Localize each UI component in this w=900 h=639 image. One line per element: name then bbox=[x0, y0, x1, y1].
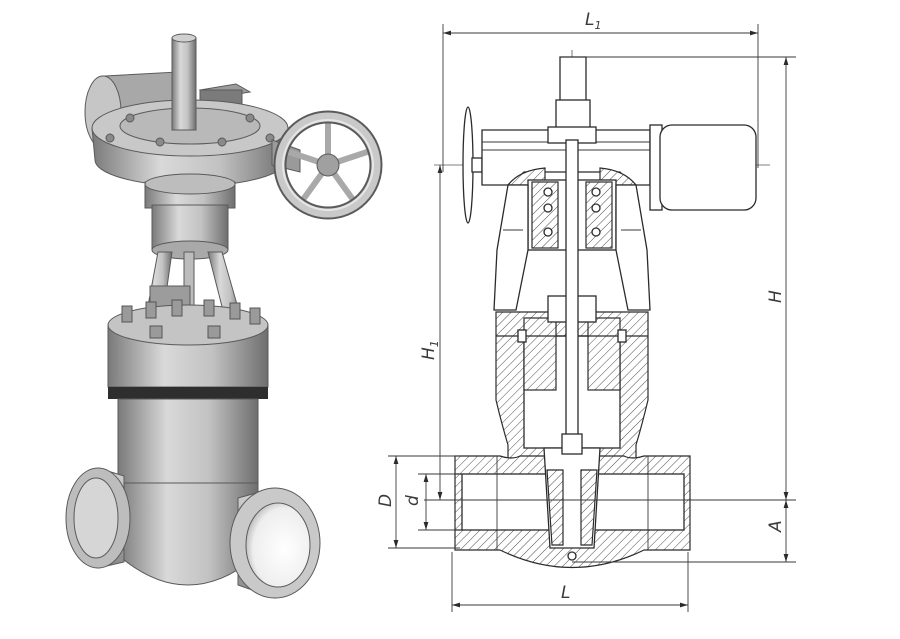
right-pipe-end bbox=[229, 487, 321, 599]
body-dark-band bbox=[108, 387, 268, 399]
label-D: D bbox=[376, 494, 396, 507]
label-H1: H1 bbox=[419, 340, 441, 360]
yoke bbox=[144, 173, 243, 323]
yoke-section bbox=[493, 184, 651, 311]
stem-section bbox=[565, 139, 579, 453]
gate-wedge bbox=[543, 433, 601, 561]
left-pipe-end bbox=[65, 467, 131, 569]
valve-stem bbox=[171, 33, 197, 131]
flange-bolts bbox=[121, 299, 261, 339]
motor-section bbox=[649, 124, 757, 211]
bonnet-flange bbox=[107, 299, 269, 388]
label-d: d bbox=[403, 495, 423, 506]
valve-section-drawing bbox=[434, 50, 770, 568]
dimension-labels: L1 H H1 D d A L bbox=[376, 10, 786, 603]
label-A: A bbox=[766, 520, 786, 533]
label-L1: L1 bbox=[585, 10, 601, 32]
handwheel-section bbox=[462, 106, 483, 224]
label-H: H bbox=[766, 290, 786, 303]
valve-body bbox=[117, 398, 259, 586]
label-L: L bbox=[561, 583, 570, 603]
dimension-lines bbox=[388, 24, 796, 612]
valve-3d-render bbox=[65, 33, 383, 599]
handwheel bbox=[273, 110, 383, 220]
